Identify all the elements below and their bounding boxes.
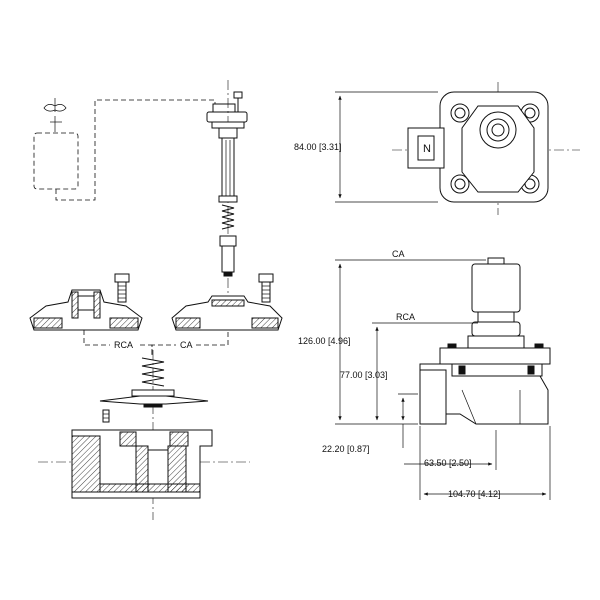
ca-label-left: CA: [180, 340, 193, 350]
dim-height-top-label: 84.00 [3.31]: [294, 142, 342, 152]
coil-letter-icon: N: [423, 143, 431, 155]
armature-assembly: [206, 80, 248, 300]
ca-label-side: CA: [392, 249, 405, 259]
dim-height-mid-label: 77.00 [3.03]: [340, 370, 388, 380]
rca-label-left: RCA: [114, 340, 133, 350]
dim-height-overall: 126.00 [4.96]: [298, 263, 418, 425]
rca-label-side: RCA: [396, 312, 415, 322]
dim-width-partial: 63.50 [2.50]: [404, 430, 497, 470]
side-view: CA RCA 126.00 [4.96] 77.00 [3.03] 22.20 …: [298, 249, 551, 500]
valve-body-section: [38, 429, 250, 499]
cover-left: [29, 273, 143, 331]
dim-width-overall: 104.70 [4.12]: [419, 426, 551, 500]
pilot-solenoid-outline: [33, 98, 216, 201]
dim-height-overall-label: 126.00 [4.96]: [298, 336, 351, 346]
dim-width-partial-label: 63.50 [2.50]: [424, 458, 472, 468]
exploded-view: RCA CA: [29, 80, 283, 520]
dim-width-overall-label: 104.70 [4.12]: [448, 489, 501, 499]
dim-height-inlet-label: 22.20 [0.87]: [322, 444, 370, 454]
flow-linkage: RCA CA: [83, 330, 229, 355]
mounting-bolts: [450, 103, 540, 194]
dim-height-top: 84.00 [3.31]: [294, 91, 438, 203]
dim-height-mid: 77.00 [3.03]: [340, 326, 388, 421]
dim-height-inlet: 22.20 [0.87]: [322, 393, 418, 454]
top-view: N 84.00 [3.31]: [294, 82, 580, 215]
cover-right: [171, 273, 283, 331]
diaphragm: [99, 389, 209, 423]
